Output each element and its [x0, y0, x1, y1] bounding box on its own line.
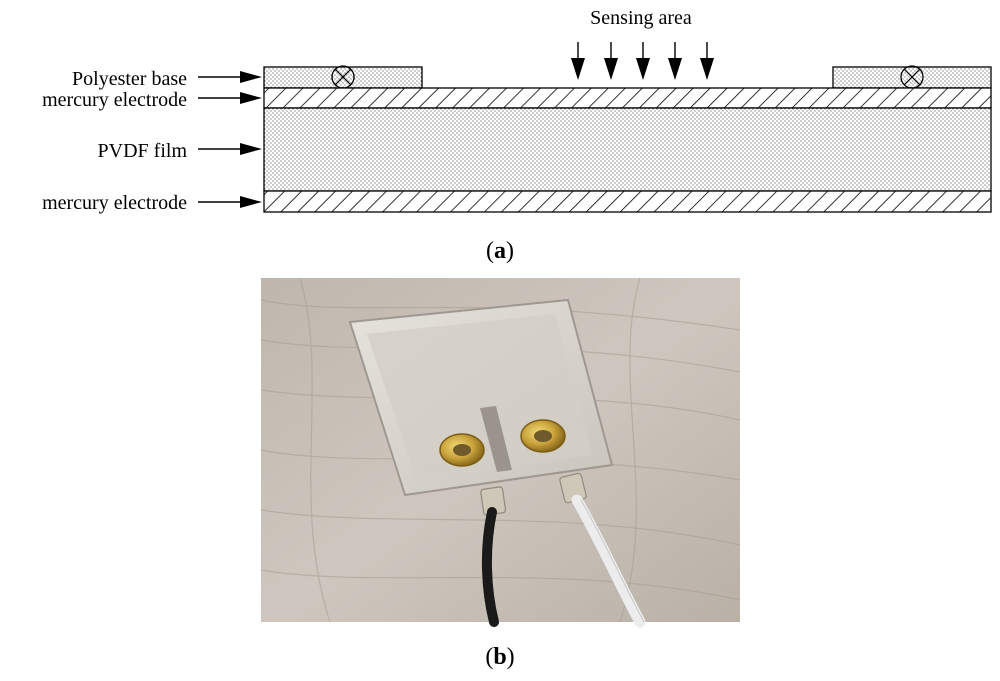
eyelet-right	[520, 419, 566, 453]
pvdf-film-layer	[263, 107, 992, 192]
sensor-photo	[260, 277, 741, 628]
panel-label-a: (a)	[486, 238, 514, 264]
panel-label-b: (b)	[485, 644, 515, 670]
sensing-area-label: Sensing area	[590, 7, 692, 29]
sensing-area-arrows	[571, 42, 714, 80]
label-polyester-base: Polyester base	[72, 68, 187, 90]
label-mercury-electrode-top: mercury electrode	[42, 89, 187, 111]
sensing-arrow-4	[668, 42, 682, 80]
sensing-arrow-1	[571, 42, 585, 80]
label-arrows	[198, 71, 262, 208]
sensor-slit	[480, 406, 512, 472]
mercury-electrode-top-layer	[263, 87, 992, 109]
cross-section-diagram: Sensing area Polyest	[42, 7, 992, 214]
label-pvdf-film: PVDF film	[98, 140, 188, 162]
sensing-arrow-2	[604, 42, 618, 80]
contact-symbol-right	[900, 65, 924, 89]
label-mercury-electrode-bottom: mercury electrode	[42, 192, 187, 214]
eyelet-left	[439, 433, 485, 467]
wire-white	[571, 494, 646, 628]
sensing-arrow-5	[700, 42, 714, 80]
mercury-electrode-bottom-layer	[263, 190, 992, 213]
sensing-arrow-3	[636, 42, 650, 80]
wire-black	[481, 507, 499, 627]
